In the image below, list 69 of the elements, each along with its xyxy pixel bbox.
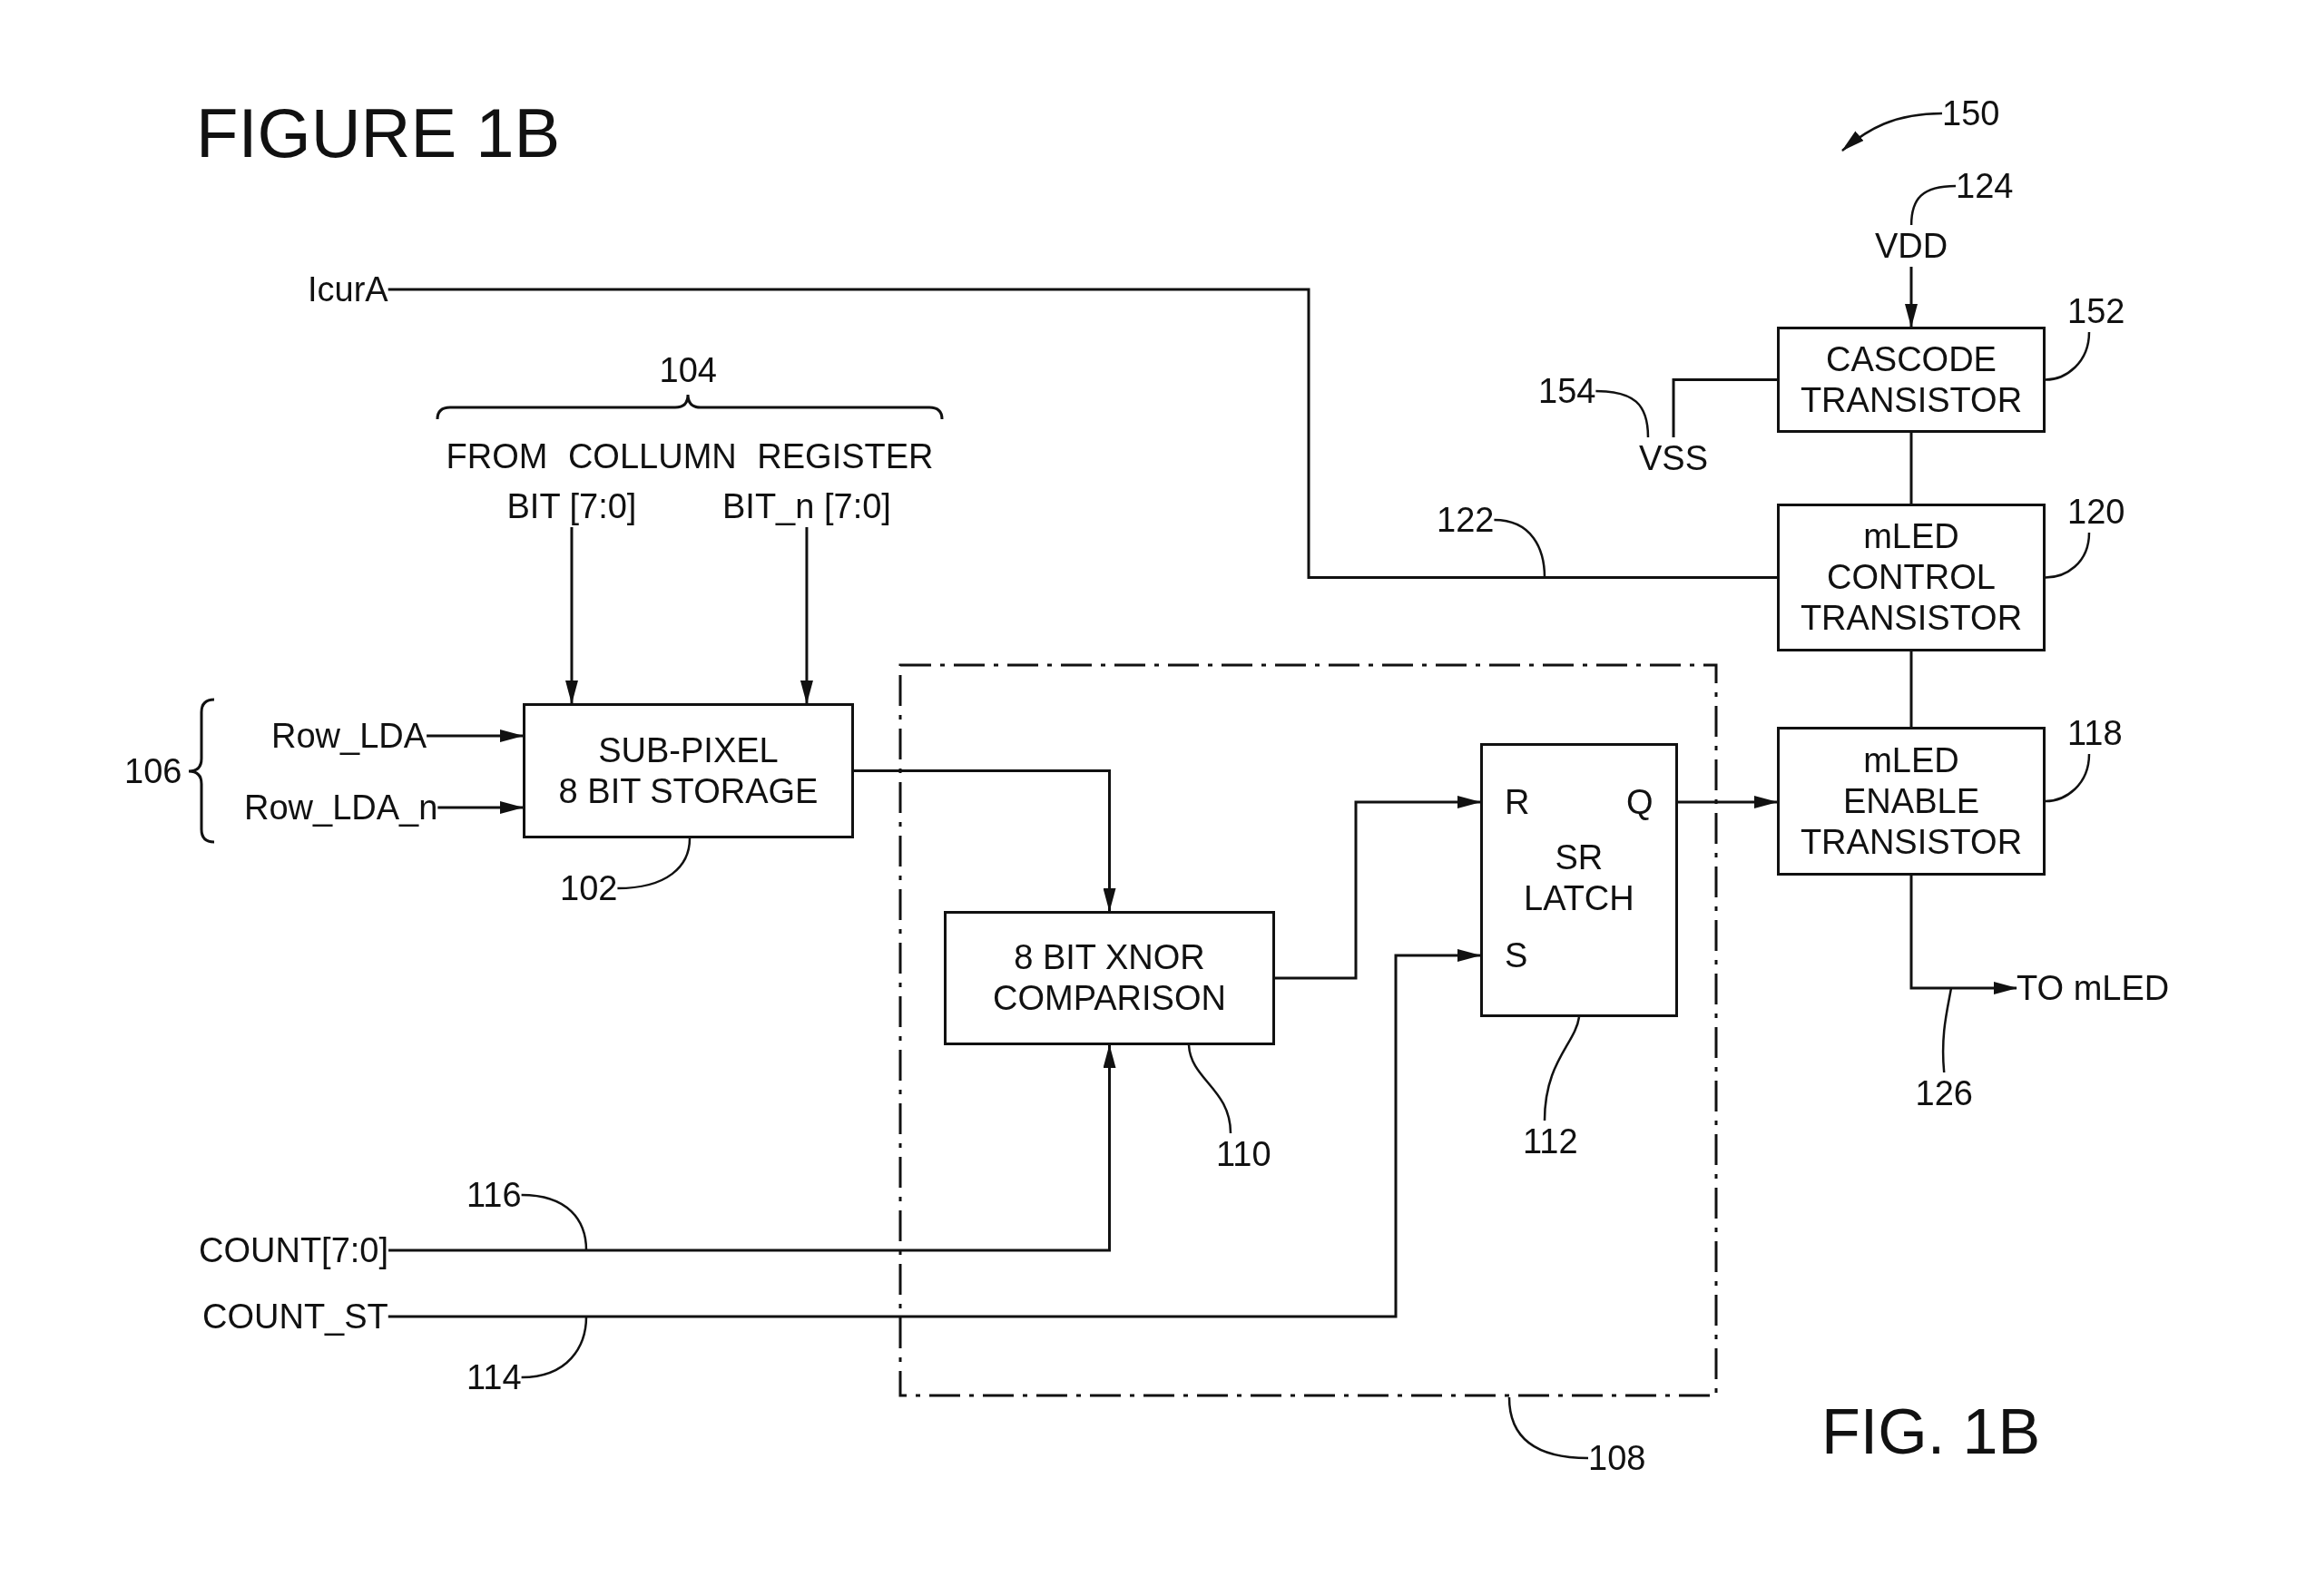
comparator-block: 8 BIT XNOR COMPARISON [944, 911, 1275, 1045]
wire [1909, 651, 1913, 727]
figure-caption: FIG. 1B [1821, 1395, 2041, 1468]
reference-numeral: 120 [2067, 491, 2125, 533]
pin-label: R [1505, 781, 1530, 823]
block-title: SR LATCH [1524, 837, 1634, 919]
transistor-block: mLED CONTROL TRANSISTOR [1777, 504, 2046, 651]
reference-numeral: 110 [1216, 1133, 1271, 1175]
reference-numeral: 104 [659, 350, 717, 391]
wire [1909, 433, 1913, 504]
leader-line [1841, 112, 1943, 152]
signal-label: VDD [1875, 225, 1948, 267]
arrow [1905, 267, 1918, 328]
reference-numeral: 122 [1437, 499, 1495, 541]
arrow [388, 949, 1481, 1318]
signal-label: IcurA [308, 269, 388, 310]
dash-dot-boundary [898, 663, 1718, 1397]
arrow [854, 769, 1116, 912]
signal-label: COUNT_ST [202, 1296, 388, 1337]
arrow [1678, 796, 1778, 808]
annotation-text: FROM COLLUMN REGISTER [446, 436, 934, 477]
signal-label: COUNT[7:0] [199, 1229, 389, 1271]
leader-line [1595, 389, 1650, 438]
transistor-block: CASCODE TRANSISTOR [1777, 327, 2046, 433]
reference-numeral: 112 [1523, 1121, 1578, 1162]
latch-block [1480, 743, 1678, 1017]
leader-line [1494, 518, 1546, 578]
reference-numeral: 116 [466, 1174, 522, 1216]
leader-line [521, 1193, 588, 1251]
arrow [800, 527, 813, 704]
leader-line [1507, 1396, 1589, 1460]
reference-numeral: 124 [1956, 165, 2014, 207]
wire [1672, 378, 1777, 437]
leader-line [521, 1316, 588, 1379]
signal-label: VSS [1639, 437, 1709, 479]
transistor-block: mLED ENABLE TRANSISTOR [1777, 727, 2046, 876]
leader-line [2045, 532, 2091, 579]
wire [388, 288, 1777, 579]
arrow [1275, 796, 1481, 980]
leader-line [617, 837, 692, 890]
signal-label: TO mLED [2017, 967, 2170, 1009]
signal-label: Row_LDA [271, 715, 427, 757]
reference-numeral: 126 [1915, 1072, 1973, 1114]
reference-numeral: 114 [466, 1356, 522, 1398]
leader-line [1941, 987, 1953, 1073]
reference-numeral: 152 [2067, 290, 2125, 332]
arrow [427, 729, 524, 742]
leader-line [2045, 331, 2091, 381]
reference-numeral: 154 [1538, 370, 1596, 412]
leader-line [1909, 184, 1957, 226]
figure-title: FIGURE 1B [196, 93, 561, 173]
leader-line [2045, 753, 2091, 803]
reference-numeral: 106 [124, 751, 182, 792]
reference-numeral: 150 [1942, 93, 2000, 134]
reference-numeral: 102 [560, 867, 618, 909]
leader-line [1543, 1016, 1581, 1121]
pin-label: Q [1626, 781, 1654, 823]
signal-label: BIT_n [7:0] [722, 485, 891, 527]
signal-label: Row_LDA_n [244, 787, 438, 828]
signal-label: BIT [7:0] [506, 485, 637, 527]
arrow [437, 801, 524, 814]
arrow [564, 527, 578, 704]
pin-label: S [1505, 935, 1528, 976]
arrow [1909, 876, 2017, 994]
reference-numeral: 118 [2067, 712, 2123, 754]
storage-block: SUB-PIXEL 8 BIT STORAGE [523, 703, 854, 838]
leader-line [1187, 1044, 1232, 1134]
arrow [388, 1044, 1116, 1252]
reference-numeral: 108 [1588, 1437, 1646, 1479]
